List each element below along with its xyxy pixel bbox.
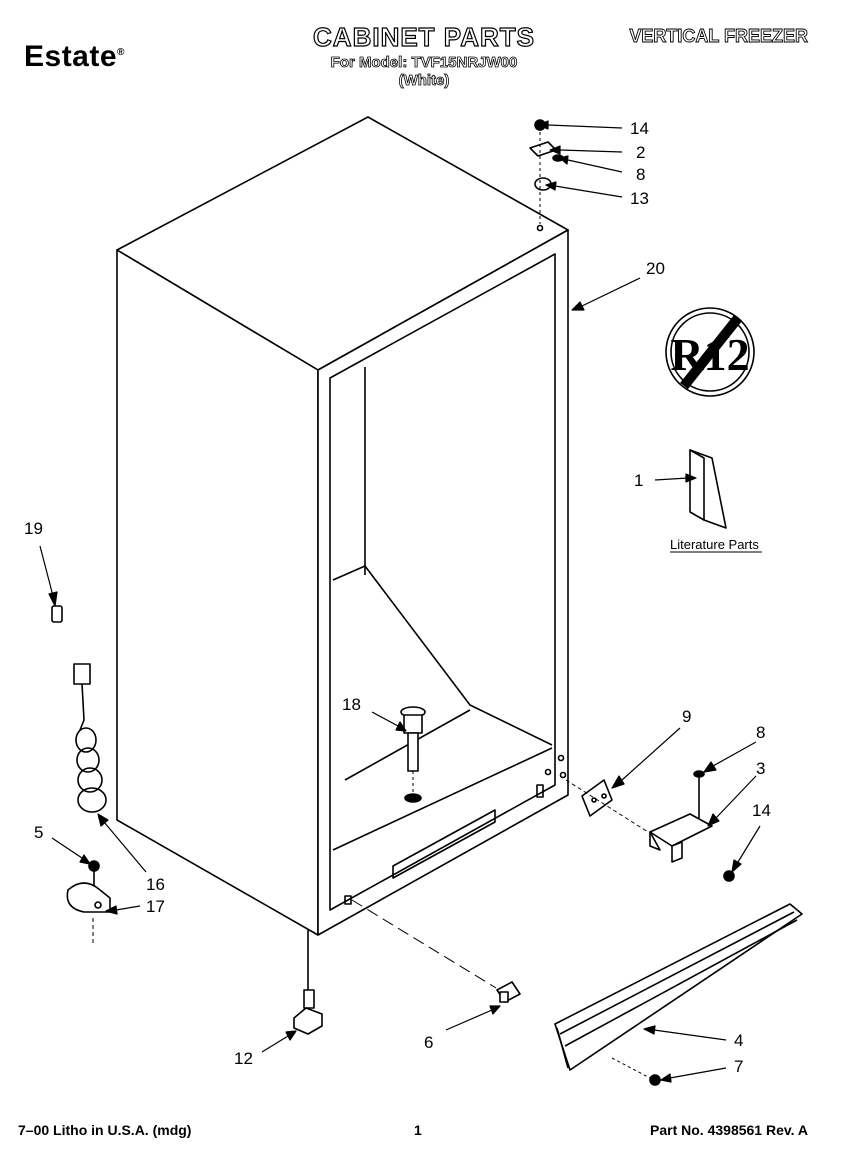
drain-tube bbox=[400, 706, 426, 803]
brand-name: Estate bbox=[24, 40, 118, 73]
callout-14-top: 14 bbox=[630, 119, 649, 138]
literature-label: Literature Parts bbox=[670, 537, 759, 552]
r12-crossed-badge: R12 bbox=[665, 307, 755, 397]
callout-17: 17 bbox=[146, 897, 165, 916]
callout-6: 6 bbox=[424, 1033, 433, 1052]
callout-4: 4 bbox=[734, 1031, 743, 1050]
footer-page-number: 1 bbox=[414, 1122, 422, 1138]
callout-7: 7 bbox=[734, 1057, 743, 1076]
footer-print-info: 7–00 Litho in U.S.A. (mdg) bbox=[18, 1122, 192, 1138]
callout-2: 2 bbox=[636, 143, 645, 162]
callout-13: 13 bbox=[630, 189, 649, 208]
color-line: (White) bbox=[398, 72, 450, 90]
grille-screw bbox=[611, 1057, 661, 1086]
callout-12: 12 bbox=[234, 1049, 253, 1068]
cabinet-body bbox=[116, 116, 569, 936]
toe-grille bbox=[554, 903, 803, 1071]
callout-8-top: 8 bbox=[636, 165, 645, 184]
model-line: For Model: TVF15NRJW00 bbox=[330, 54, 518, 72]
cord-clamp bbox=[66, 860, 111, 946]
grille-clip bbox=[496, 981, 521, 1003]
lower-hinge-assembly bbox=[565, 770, 735, 882]
callout-19: 19 bbox=[24, 519, 43, 538]
callout-16: 16 bbox=[146, 875, 165, 894]
callout-20: 20 bbox=[646, 259, 665, 278]
callout-5: 5 bbox=[34, 823, 43, 842]
footer-part-number: Part No. 4398561 Rev. A bbox=[650, 1122, 808, 1138]
clip-part bbox=[51, 605, 63, 623]
callout-1: 1 bbox=[634, 471, 643, 490]
registered-mark: ® bbox=[117, 47, 125, 58]
callout-9: 9 bbox=[682, 707, 691, 726]
callout-8-bottom: 8 bbox=[756, 723, 765, 742]
power-cord bbox=[73, 663, 107, 813]
product-category: VERTICAL FREEZER bbox=[629, 26, 809, 47]
callout-3: 3 bbox=[756, 759, 765, 778]
page-title: CABINET PARTS bbox=[312, 21, 535, 52]
brand-logo: Estate® bbox=[24, 40, 125, 74]
leader-lines bbox=[39, 120, 761, 1083]
leveling-leg bbox=[293, 930, 323, 1035]
callout-14-bottom: 14 bbox=[752, 801, 771, 820]
top-hinge-assembly bbox=[529, 119, 564, 224]
literature-book bbox=[689, 449, 727, 529]
callout-18: 18 bbox=[342, 695, 361, 714]
